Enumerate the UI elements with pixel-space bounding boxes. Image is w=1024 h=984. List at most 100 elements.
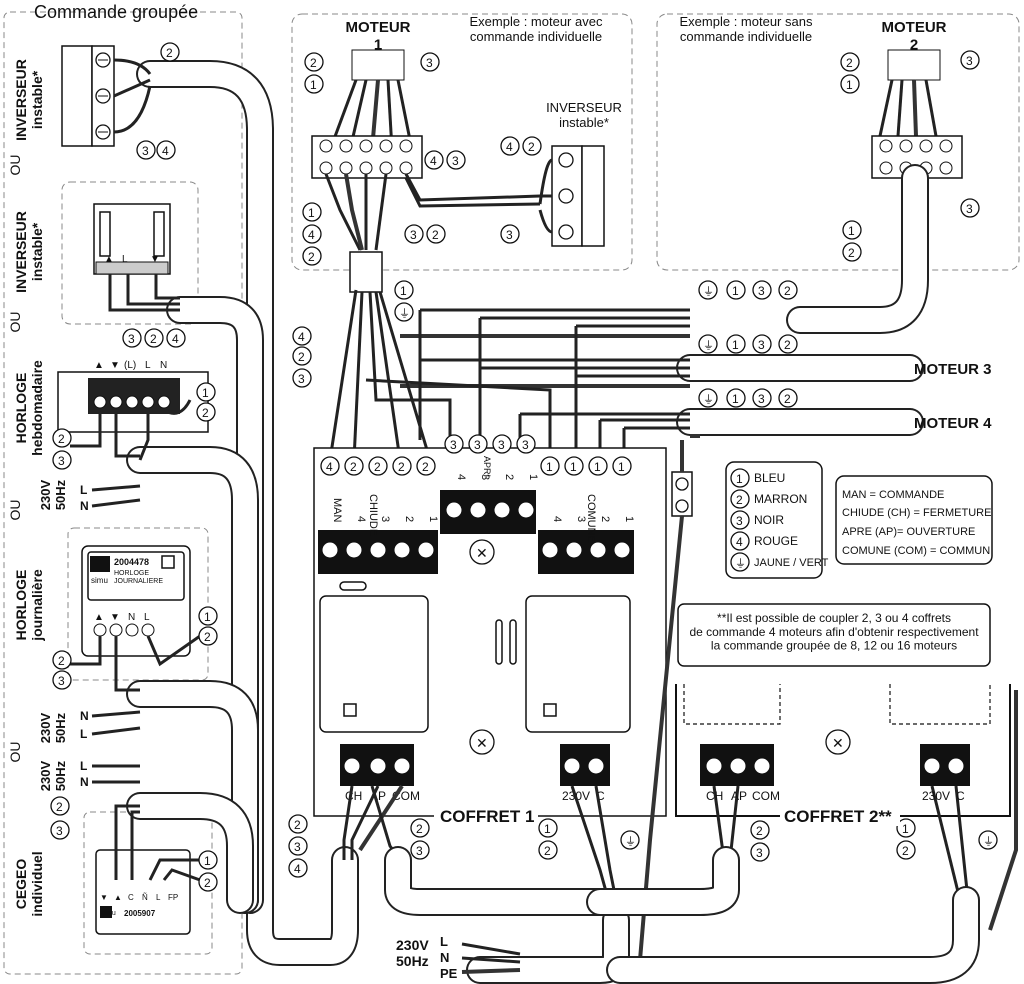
- svg-text:3: 3: [498, 438, 505, 452]
- jour-terminal-0: ▲: [94, 612, 104, 623]
- coffret1-left-1: 4: [355, 516, 367, 522]
- coffret2-bottom-com: COM: [752, 789, 780, 803]
- term-comune: COMUNE (COM) = COMMUN: [842, 545, 990, 557]
- cegeo-terminal-4: L: [156, 893, 161, 902]
- svg-text:2: 2: [310, 56, 317, 70]
- svg-text:3: 3: [426, 56, 433, 70]
- svg-text:3: 3: [756, 846, 763, 860]
- inv-terminal-0: ▲: [104, 254, 114, 265]
- svg-text:3: 3: [966, 54, 973, 68]
- motor-cables: [328, 289, 924, 461]
- svg-text:⏚: ⏚: [983, 835, 994, 848]
- svg-text:3: 3: [58, 674, 65, 688]
- svg-text:4: 4: [172, 332, 179, 346]
- svg-text:3: 3: [452, 154, 459, 168]
- main-power-wire-l: [461, 942, 521, 956]
- svg-text:4: 4: [430, 154, 437, 168]
- power-2-wire-l: [91, 726, 141, 736]
- inv-terminal-1: L: [122, 254, 128, 265]
- svg-text:⏚: ⏚: [625, 835, 636, 848]
- inverseur-1-label: INVERSEURinstable*: [13, 59, 45, 141]
- svg-text:2: 2: [374, 460, 381, 474]
- coffret2-label: COFFRET 2**: [784, 807, 892, 826]
- svg-text:3: 3: [58, 454, 65, 468]
- svg-text:2: 2: [150, 332, 157, 346]
- svg-text:1: 1: [546, 460, 553, 474]
- legend-marron: MARRON: [754, 492, 807, 506]
- svg-text:2: 2: [848, 246, 855, 260]
- cegeo-terminal-5: FP: [168, 893, 178, 902]
- coffret1-bottom-ch: CH: [345, 789, 362, 803]
- svg-text:⏚: ⏚: [703, 285, 714, 298]
- svg-text:2: 2: [204, 876, 211, 890]
- hebdo-terminal-4: N: [160, 360, 167, 371]
- coffret1-left-3: 2: [403, 516, 415, 522]
- cegeo-label: CEGEOindividuel: [13, 851, 45, 916]
- svg-text:1: 1: [310, 78, 317, 92]
- coffret1-mid-1: 3: [479, 474, 491, 480]
- svg-text:2: 2: [902, 844, 909, 858]
- svg-text:1: 1: [308, 206, 315, 220]
- svg-text:3: 3: [474, 438, 481, 452]
- svg-text:3: 3: [758, 392, 765, 406]
- svg-text:3: 3: [758, 338, 765, 352]
- svg-text:3: 3: [506, 228, 513, 242]
- svg-text:2: 2: [204, 630, 211, 644]
- legend-jaune-vert: JAUNE / VERT: [754, 557, 829, 569]
- svg-text:1: 1: [902, 822, 909, 836]
- cegeo-terminal-0: ▼: [100, 893, 108, 902]
- hebdo-terminal-3: L: [145, 360, 151, 371]
- power-1-label: 230V50Hz: [38, 479, 68, 510]
- power-3-n: N: [80, 775, 89, 789]
- svg-text:2: 2: [784, 284, 791, 298]
- moteur1-device: 2 1 3 4 3 1 4 2 3 2 4 2 3: [302, 49, 605, 293]
- inverseur-1-device: 2 3 4: [61, 42, 180, 160]
- svg-text:2: 2: [784, 338, 791, 352]
- jour-terminal-1: ▼: [110, 612, 120, 623]
- svg-text:1: 1: [204, 610, 211, 624]
- svg-text:4: 4: [326, 460, 333, 474]
- svg-text:2: 2: [58, 432, 65, 446]
- inverseur2-region: [61, 181, 199, 325]
- svg-text:2: 2: [416, 822, 423, 836]
- cegeo-terminal-3: Ñ: [142, 893, 148, 902]
- svg-text:4: 4: [736, 535, 743, 549]
- svg-text:3: 3: [416, 844, 423, 858]
- coffret2-bottom-ap: AP: [731, 789, 747, 803]
- svg-text:3: 3: [736, 514, 743, 528]
- legend-noir: NOIR: [754, 513, 784, 527]
- power-3-l: L: [80, 759, 87, 773]
- coffret1-left-4: 1: [427, 516, 439, 522]
- legend-rouge: ROUGE: [754, 534, 798, 548]
- coffret1-label: COFFRET 1: [440, 807, 534, 826]
- coffret1-right-group: COMUNE: [585, 494, 597, 543]
- svg-text:3: 3: [298, 372, 305, 386]
- svg-text:3: 3: [56, 824, 63, 838]
- svg-text:2: 2: [350, 460, 357, 474]
- svg-text:2: 2: [528, 140, 535, 154]
- svg-text:1: 1: [846, 78, 853, 92]
- svg-text:1: 1: [400, 284, 407, 298]
- moteur3-label: MOTEUR 3: [914, 361, 992, 378]
- brand-logo-1: simu: [91, 576, 108, 585]
- svg-text:2: 2: [294, 818, 301, 832]
- svg-text:2: 2: [398, 460, 405, 474]
- power-1-wire-n: [91, 498, 141, 508]
- jour-terminal-2: N: [128, 612, 135, 623]
- svg-text:2: 2: [846, 56, 853, 70]
- power-2-l: L: [80, 727, 87, 741]
- svg-text:3: 3: [410, 228, 417, 242]
- power-1-l: L: [80, 483, 87, 497]
- svg-text:⏚: ⏚: [703, 339, 714, 352]
- ou-3: OU: [7, 500, 23, 521]
- svg-text:2: 2: [56, 800, 63, 814]
- svg-text:1: 1: [544, 822, 551, 836]
- cegeo-product-code: 2005907: [124, 909, 156, 918]
- svg-text:⏚: ⏚: [735, 557, 746, 570]
- cegeo-device: 2 3 1 2: [50, 796, 218, 935]
